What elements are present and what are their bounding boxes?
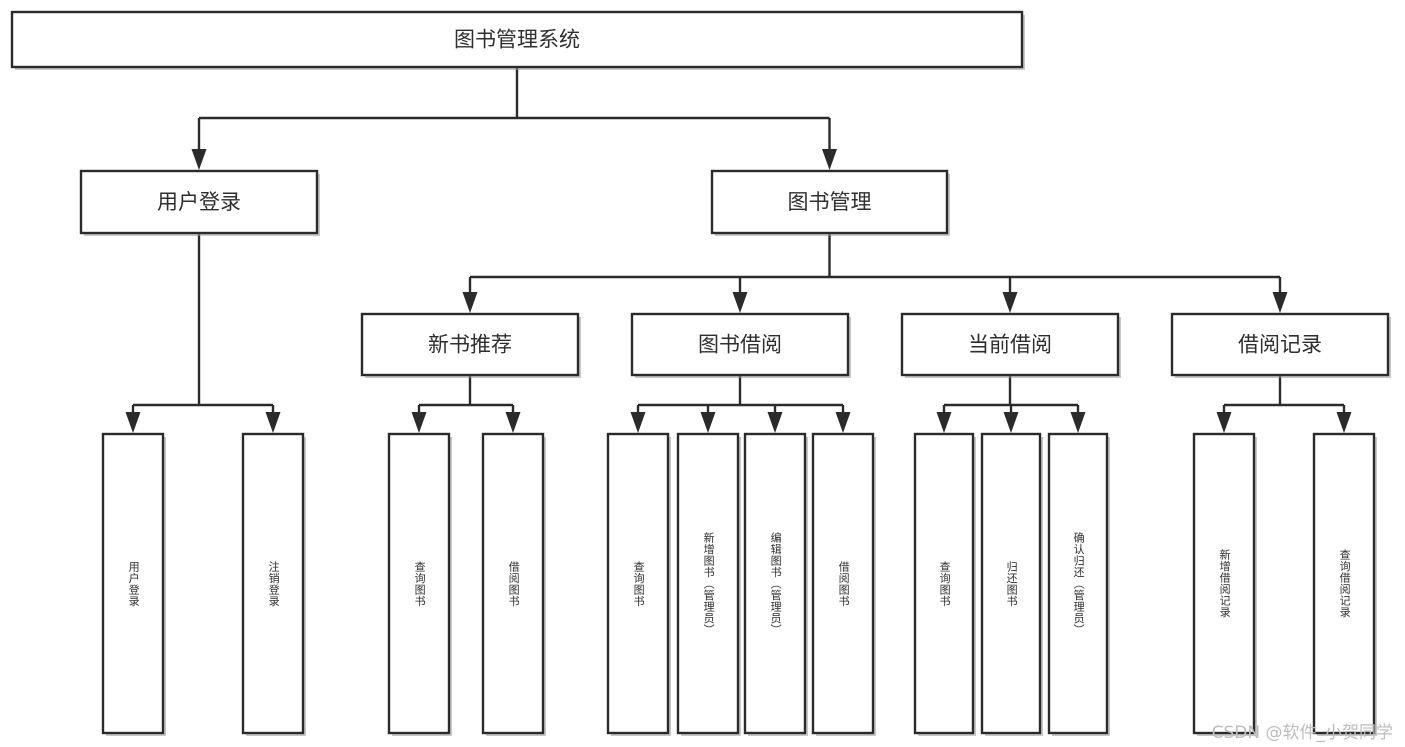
node-box-book-manage[interactable] xyxy=(710,169,949,235)
arrow-head-icon xyxy=(1216,412,1232,433)
node-label-new-book-recommend: 新书推荐 xyxy=(428,333,512,357)
node-box-leaf-borrow-book-2[interactable] xyxy=(811,432,875,735)
arrow-head-icon xyxy=(732,292,748,313)
arrow-head-icon xyxy=(835,412,851,433)
node-label-leaf-add-borrow-record: 新增借阅记录 xyxy=(1218,549,1232,618)
arrow-head-icon xyxy=(462,292,478,313)
arrow-head-icon xyxy=(767,412,783,433)
node-label-leaf-confirm-return-admin: 确认归还（管理员） xyxy=(1072,531,1086,636)
node-label-leaf-edit-book-admin: 编辑图书（管理员） xyxy=(769,531,783,636)
node-label-borrow-record: 借阅记录 xyxy=(1238,333,1322,357)
arrow-head-icon xyxy=(265,412,281,433)
node-label-user-login: 用户登录 xyxy=(157,190,241,214)
node-box-leaf-confirm-return-admin[interactable] xyxy=(1047,432,1109,735)
node-box-leaf-user-login[interactable] xyxy=(101,432,165,735)
node-label-leaf-borrow-book-2: 借阅图书 xyxy=(837,560,851,607)
watermark-text: CSDN @软件_小贺同学 xyxy=(1211,723,1393,743)
arrow-head-icon xyxy=(630,412,646,433)
node-box-borrow-record[interactable] xyxy=(1170,312,1390,377)
node-box-root[interactable] xyxy=(10,10,1024,69)
arrow-head-icon xyxy=(191,149,207,170)
node-label-leaf-query-book-1: 查询图书 xyxy=(413,560,427,607)
node-box-layer xyxy=(10,10,1391,736)
node-box-leaf-add-book-admin[interactable] xyxy=(676,432,740,735)
node-label-leaf-query-book-3: 查询图书 xyxy=(938,560,952,607)
node-box-leaf-user-logout[interactable] xyxy=(241,432,305,735)
node-label-leaf-query-borrow-record: 查询借阅记录 xyxy=(1338,549,1352,618)
node-box-user-login[interactable] xyxy=(79,169,319,235)
arrow-head-icon xyxy=(700,412,716,433)
node-label-leaf-user-login: 用户登录 xyxy=(127,560,141,607)
node-box-leaf-query-book-2[interactable] xyxy=(606,432,670,735)
node-label-leaf-query-book-2: 查询图书 xyxy=(632,560,646,607)
node-box-book-borrow[interactable] xyxy=(630,312,850,377)
node-box-leaf-query-book-1[interactable] xyxy=(387,432,451,735)
arrow-head-icon xyxy=(1070,412,1086,433)
arrow-head-icon xyxy=(125,412,141,433)
arrow-head-icon xyxy=(411,412,427,433)
node-box-leaf-add-borrow-record[interactable] xyxy=(1192,432,1256,735)
node-label-book-borrow: 图书借阅 xyxy=(698,333,782,357)
node-label-leaf-add-book-admin: 新增图书（管理员） xyxy=(702,531,716,636)
arrow-head-icon xyxy=(1003,412,1019,433)
node-label-leaf-return-book: 归还图书 xyxy=(1005,560,1019,607)
node-label-book-manage: 图书管理 xyxy=(788,190,872,214)
node-box-leaf-borrow-book-1[interactable] xyxy=(481,432,545,735)
arrow-head-icon xyxy=(822,149,837,170)
arrow-head-icon xyxy=(936,412,952,433)
arrow-head-icon xyxy=(505,412,521,433)
node-box-leaf-query-book-3[interactable] xyxy=(913,432,975,735)
node-box-leaf-query-borrow-record[interactable] xyxy=(1312,432,1376,735)
node-label-leaf-borrow-book-1: 借阅图书 xyxy=(507,560,521,607)
arrow-head-icon xyxy=(1272,292,1288,313)
node-box-current-borrow[interactable] xyxy=(900,312,1120,377)
node-label-root: 图书管理系统 xyxy=(454,28,580,52)
arrow-head-icon xyxy=(1336,412,1352,433)
node-box-new-book-recommend[interactable] xyxy=(360,312,580,377)
node-label-leaf-user-logout: 注销登录 xyxy=(267,560,281,607)
node-box-leaf-edit-book-admin[interactable] xyxy=(743,432,807,735)
connector-layer xyxy=(125,67,1352,433)
node-box-leaf-return-book[interactable] xyxy=(980,432,1042,735)
arrow-head-icon xyxy=(1002,292,1018,313)
node-label-current-borrow: 当前借阅 xyxy=(968,333,1052,357)
